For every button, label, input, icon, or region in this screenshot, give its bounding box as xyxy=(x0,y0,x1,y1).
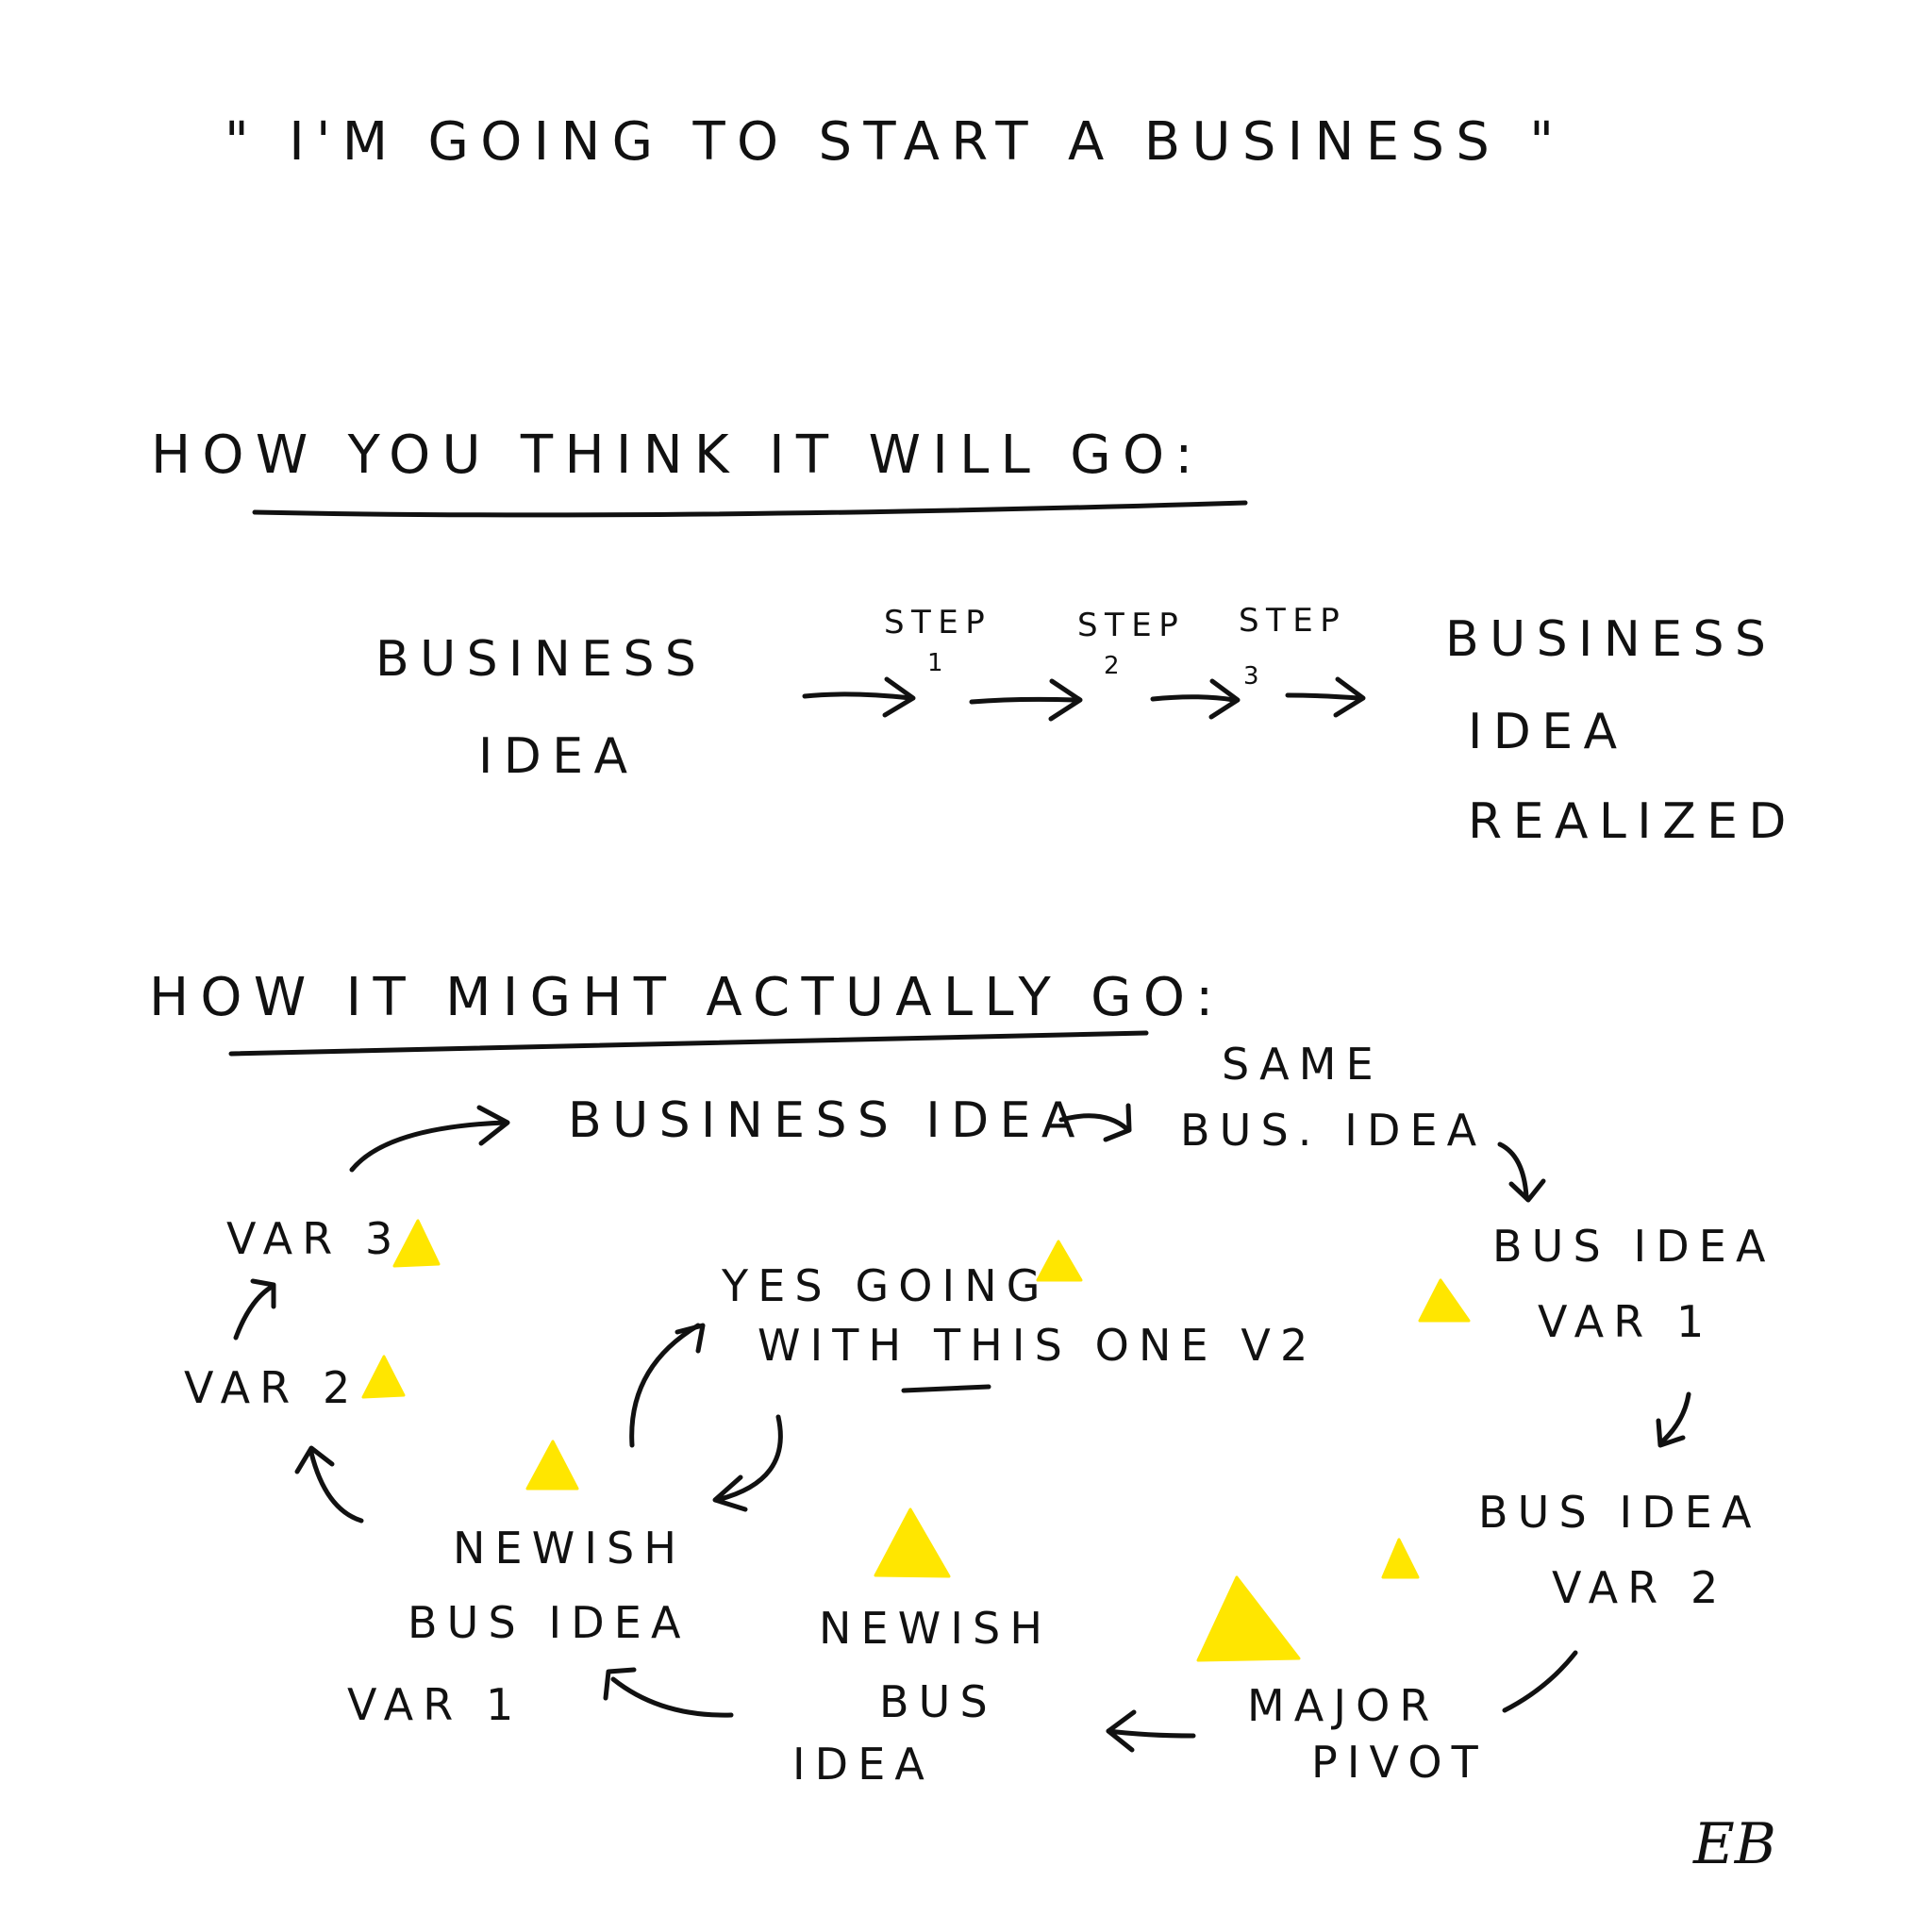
plan-arrow-1 xyxy=(802,676,916,718)
node-var2-line1: BUS IDEA xyxy=(1478,1487,1761,1538)
node-same-line1: SAME xyxy=(1222,1039,1383,1090)
plan-start-line1: BUSINESS xyxy=(375,631,708,688)
plan-heading-underline xyxy=(252,500,1248,518)
cycle-arrow-newish-to-var1 xyxy=(603,1667,734,1718)
warning-triangle xyxy=(1036,1240,1083,1282)
plan-arrow-4 xyxy=(1285,676,1366,718)
cycle-arrow-var2-to-pivot xyxy=(1502,1650,1578,1713)
node-pivot-line1: MAJOR xyxy=(1247,1680,1440,1731)
cycle-arrow-var3-to-business-idea xyxy=(349,1105,510,1173)
node-newish-line2: BUS xyxy=(879,1676,997,1727)
artist-signature: EB xyxy=(1693,1811,1776,1877)
warning-triangle xyxy=(1381,1538,1420,1579)
warning-triangle xyxy=(1418,1278,1471,1323)
cycle-arrow-var1-to-yes xyxy=(629,1323,706,1448)
reality-heading-underline xyxy=(228,1030,1149,1057)
node-same-line2: BUS. IDEA xyxy=(1180,1105,1487,1156)
plan-step-1-number: 1 xyxy=(927,649,945,677)
node-var1-line1: BUS IDEA xyxy=(1492,1221,1775,1272)
node-var2-line2: VAR 2 xyxy=(1552,1562,1728,1613)
cycle-arrow-yes-back-to-var1 xyxy=(712,1414,783,1512)
warning-triangle xyxy=(361,1355,406,1399)
cycle-arrow-business-to-same xyxy=(1058,1103,1132,1142)
node-newish-var1-line1: NEWISH xyxy=(453,1523,687,1574)
node-pivot-line2: PIVOT xyxy=(1311,1737,1488,1788)
plan-step-1-label: STEP xyxy=(884,604,992,641)
node-left-var2: VAR 2 xyxy=(184,1362,360,1413)
cycle-arrow-pivot-to-newish xyxy=(1106,1709,1196,1753)
warning-triangle xyxy=(525,1440,579,1491)
node-yes-line1: YES GOING xyxy=(722,1260,1050,1311)
cycle-arrow-var2-to-var3 xyxy=(233,1278,276,1341)
plan-heading: HOW YOU THINK IT WILL GO: xyxy=(151,425,1205,486)
node-var1-line2: VAR 1 xyxy=(1538,1296,1714,1347)
cycle-arrow-var1-to-var2 xyxy=(1656,1391,1691,1448)
node-newish-var1-line2: BUS IDEA xyxy=(408,1597,691,1648)
node-business-idea: BUSINESS IDEA xyxy=(568,1092,1086,1149)
plan-step-2-label: STEP xyxy=(1077,607,1186,644)
node-newish-var1-line3: VAR 1 xyxy=(347,1679,524,1730)
plan-step-3-label: STEP xyxy=(1239,602,1347,640)
this-underline xyxy=(901,1384,991,1393)
plan-step-3-number: 3 xyxy=(1243,662,1261,691)
reality-heading: HOW IT MIGHT ACTUALLY GO: xyxy=(149,967,1225,1028)
cycle-arrow-var1-to-left-var2 xyxy=(294,1445,364,1524)
plan-end-line3: REALIZED xyxy=(1468,793,1797,850)
cycle-arrow-same-to-var1 xyxy=(1497,1141,1546,1203)
warning-triangle xyxy=(392,1219,441,1268)
node-newish-line3: IDEA xyxy=(792,1739,934,1790)
node-newish-line1: NEWISH xyxy=(819,1603,1053,1654)
warning-triangle xyxy=(1196,1575,1301,1662)
cartoon-title: " I'M GOING TO START A BUSINESS " xyxy=(225,111,1566,173)
plan-arrow-3 xyxy=(1150,678,1241,720)
warning-triangle xyxy=(874,1507,951,1578)
node-left-var3: VAR 3 xyxy=(226,1213,403,1264)
plan-end-line2: IDEA xyxy=(1468,704,1628,760)
plan-arrow-2 xyxy=(969,678,1083,722)
node-yes-line2: WITH THIS ONE V2 xyxy=(758,1320,1318,1371)
plan-step-2-number: 2 xyxy=(1104,652,1122,680)
plan-start-line2: IDEA xyxy=(478,728,639,785)
plan-end-line1: BUSINESS xyxy=(1445,611,1777,668)
